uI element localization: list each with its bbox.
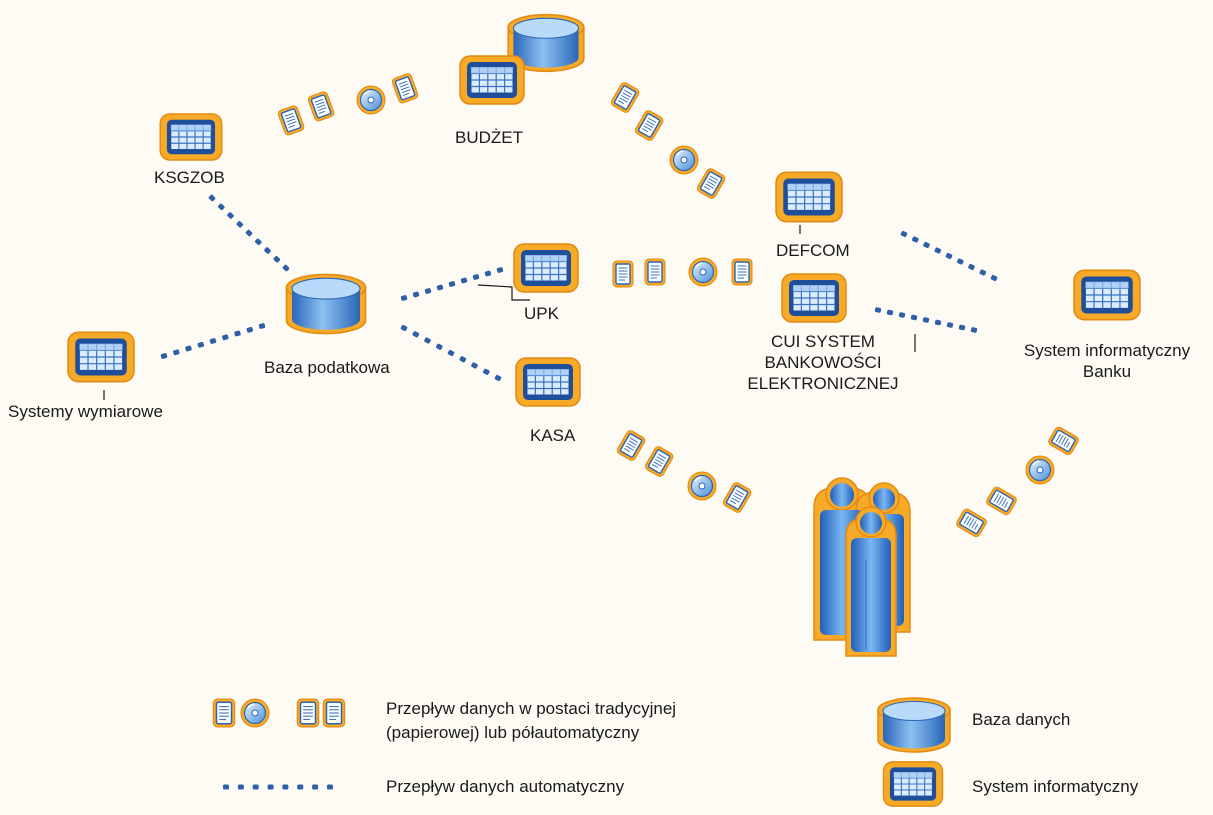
legend-traditional-line2: (papierowej) lub półautomatyczny [386,723,640,742]
label-systemy-wymiarowe: Systemy wymiarowe [8,402,163,421]
dots-defcom-bank [900,230,998,282]
bank-system-icon [1073,269,1141,321]
legend-system-icon [882,760,944,808]
label-cui-line3: ELEKTRONICZNEJ [747,374,899,393]
kasa-system-icon [515,357,581,407]
label-baza-podatkowa: Baza podatkowa [264,358,390,377]
leader-upk [477,284,530,301]
legend-system-label: System informatyczny [972,777,1139,796]
budzet-system-icon [459,55,525,105]
legend-traditional-label: Przepływ danych w postaci tradycyjnej (p… [386,697,676,745]
legend-database-label: Baza danych [972,710,1071,729]
traditional-flow-people-bank [954,425,1081,539]
traditional-flow-budzet-defcom [609,80,727,201]
legend-traditional-symbol [212,698,346,728]
label-ksgzob: KSGZOB [154,168,225,187]
dots-wymiarowe-baza [160,323,266,359]
dots-cui-bank [874,307,978,333]
label-kasa: KASA [530,426,576,445]
legend [212,697,951,808]
people-icon [813,477,911,657]
label-cui-line2: BANKOWOŚCI [764,353,882,372]
automatic-flows [160,194,998,382]
traditional-flow-kasa-people [615,428,753,515]
traditional-flow-upk-cui [612,257,753,288]
legend-database-icon [877,697,951,753]
cui-system-icon [781,273,847,323]
label-defcom: DEFCOM [776,241,850,260]
defcom-system-icon [775,171,843,223]
traditional-flow-ksgzob-budzet [276,72,420,137]
legend-automatic-symbol [223,784,333,790]
baza-podatkowa-database-icon [285,273,367,335]
label-cui: CUI SYSTEM BANKOWOŚCI ELEKTRONICZNEJ [718,331,928,394]
label-cui-line1: CUI SYSTEM [771,332,875,351]
label-bank-line2: Banku [1082,362,1132,381]
ksgzob-system-icon [159,113,223,161]
dots-baza-kasa [400,324,502,382]
label-bank: System informatyczny Banku [1002,340,1212,382]
legend-dots-row [223,784,333,790]
label-budzet: BUDŻET [455,128,523,147]
dots-baza-upk [400,267,504,301]
legend-automatic-label: Przepływ danych automatyczny [386,777,625,796]
leader-lines [103,225,916,400]
label-bank-line1: System informatyczny [1023,341,1191,360]
dots-ksgzob-baza [208,194,290,272]
legend-traditional-line1: Przepływ danych w postaci tradycyjnej [386,699,677,718]
upk-system-icon [513,243,579,293]
wymiarowe-system-icon [67,331,135,383]
label-upk: UPK [524,304,559,323]
